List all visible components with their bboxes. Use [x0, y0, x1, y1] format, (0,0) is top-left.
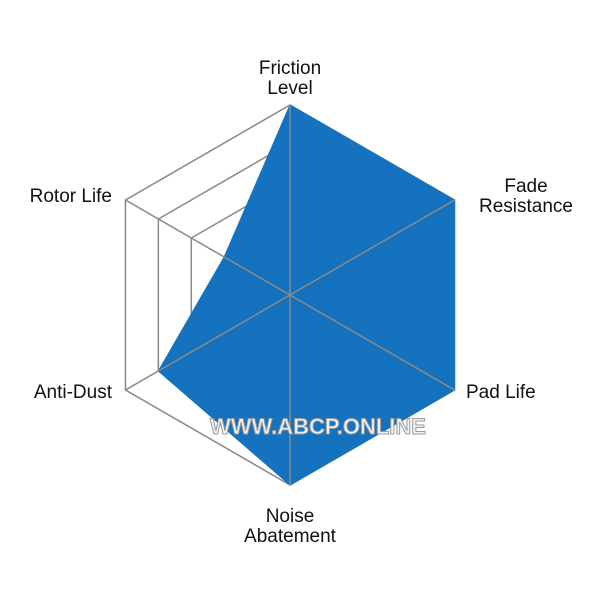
axis-label-line: Abatement [244, 526, 337, 547]
axis-spoke-2 [289, 294, 455, 391]
axis-label-line: Rotor Life [30, 186, 112, 207]
axis-label-line: Level [267, 78, 312, 99]
axis-label-4: Anti-Dust [34, 382, 113, 403]
axis-spoke-1 [289, 199, 455, 296]
axis-label-2: Pad Life [466, 382, 536, 403]
axis-label-5: Rotor Life [30, 186, 112, 207]
watermark-text: WWW.ABCP.ONLINE [210, 414, 426, 439]
axis-label-line: Anti-Dust [34, 382, 113, 403]
axis-label-line: Pad Life [466, 382, 536, 403]
axis-label-line: Resistance [479, 196, 573, 217]
axis-label-line: Noise [266, 506, 315, 527]
axis-label-line: Fade [504, 176, 547, 197]
axis-spoke-5 [125, 199, 291, 296]
axis-spokes [125, 105, 455, 485]
axis-label-line: Friction [259, 58, 321, 79]
axis-spoke-4 [125, 294, 291, 391]
